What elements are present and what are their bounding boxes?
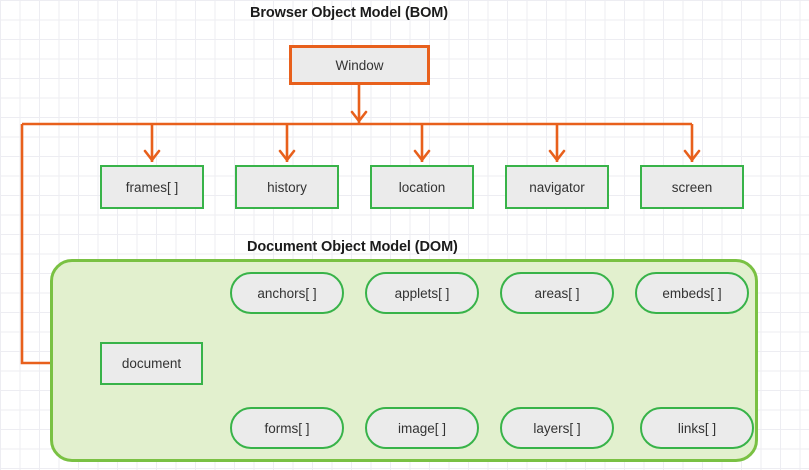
node-navigator[interactable]: navigator [505,165,609,209]
node-screen[interactable]: screen [640,165,744,209]
node-frames-label: frames[ ] [125,179,179,195]
connector-bus-to-screen [683,124,701,162]
connector-bus-to-location [413,124,431,162]
node-document[interactable]: document [100,342,203,385]
connector-bus-to-frames [143,124,161,162]
dom-title: Document Object Model (DOM) [247,239,458,255]
node-window[interactable]: Window [289,45,430,85]
node-image-label: image[ ] [397,420,447,436]
node-location-label: location [398,179,446,195]
node-links-label: links[ ] [677,420,717,436]
node-links[interactable]: links[ ] [640,407,754,449]
node-areas-label: areas[ ] [534,285,580,301]
node-embeds-label: embeds[ ] [662,285,722,301]
node-layers[interactable]: layers[ ] [500,407,614,449]
node-navigator-label: navigator [529,179,585,195]
node-applets[interactable]: applets[ ] [365,272,479,314]
connector-bus-to-navigator [548,124,566,162]
node-history[interactable]: history [235,165,339,209]
connector-window-to-bus [350,84,368,123]
node-screen-label: screen [671,179,713,195]
node-embeds[interactable]: embeds[ ] [635,272,749,314]
bom-title: Browser Object Model (BOM) [250,5,449,21]
connector-bus-to-history [278,124,296,162]
node-history-label: history [267,179,307,195]
node-applets-label: applets[ ] [394,285,450,301]
node-document-label: document [121,356,182,371]
node-anchors[interactable]: anchors[ ] [230,272,344,314]
node-window-label: Window [335,57,384,73]
node-anchors-label: anchors[ ] [257,285,317,301]
node-forms[interactable]: forms[ ] [230,407,344,449]
node-layers-label: layers[ ] [533,420,581,436]
node-forms-label: forms[ ] [264,420,310,436]
node-image[interactable]: image[ ] [365,407,479,449]
node-location[interactable]: location [370,165,474,209]
node-areas[interactable]: areas[ ] [500,272,614,314]
node-frames[interactable]: frames[ ] [100,165,204,209]
